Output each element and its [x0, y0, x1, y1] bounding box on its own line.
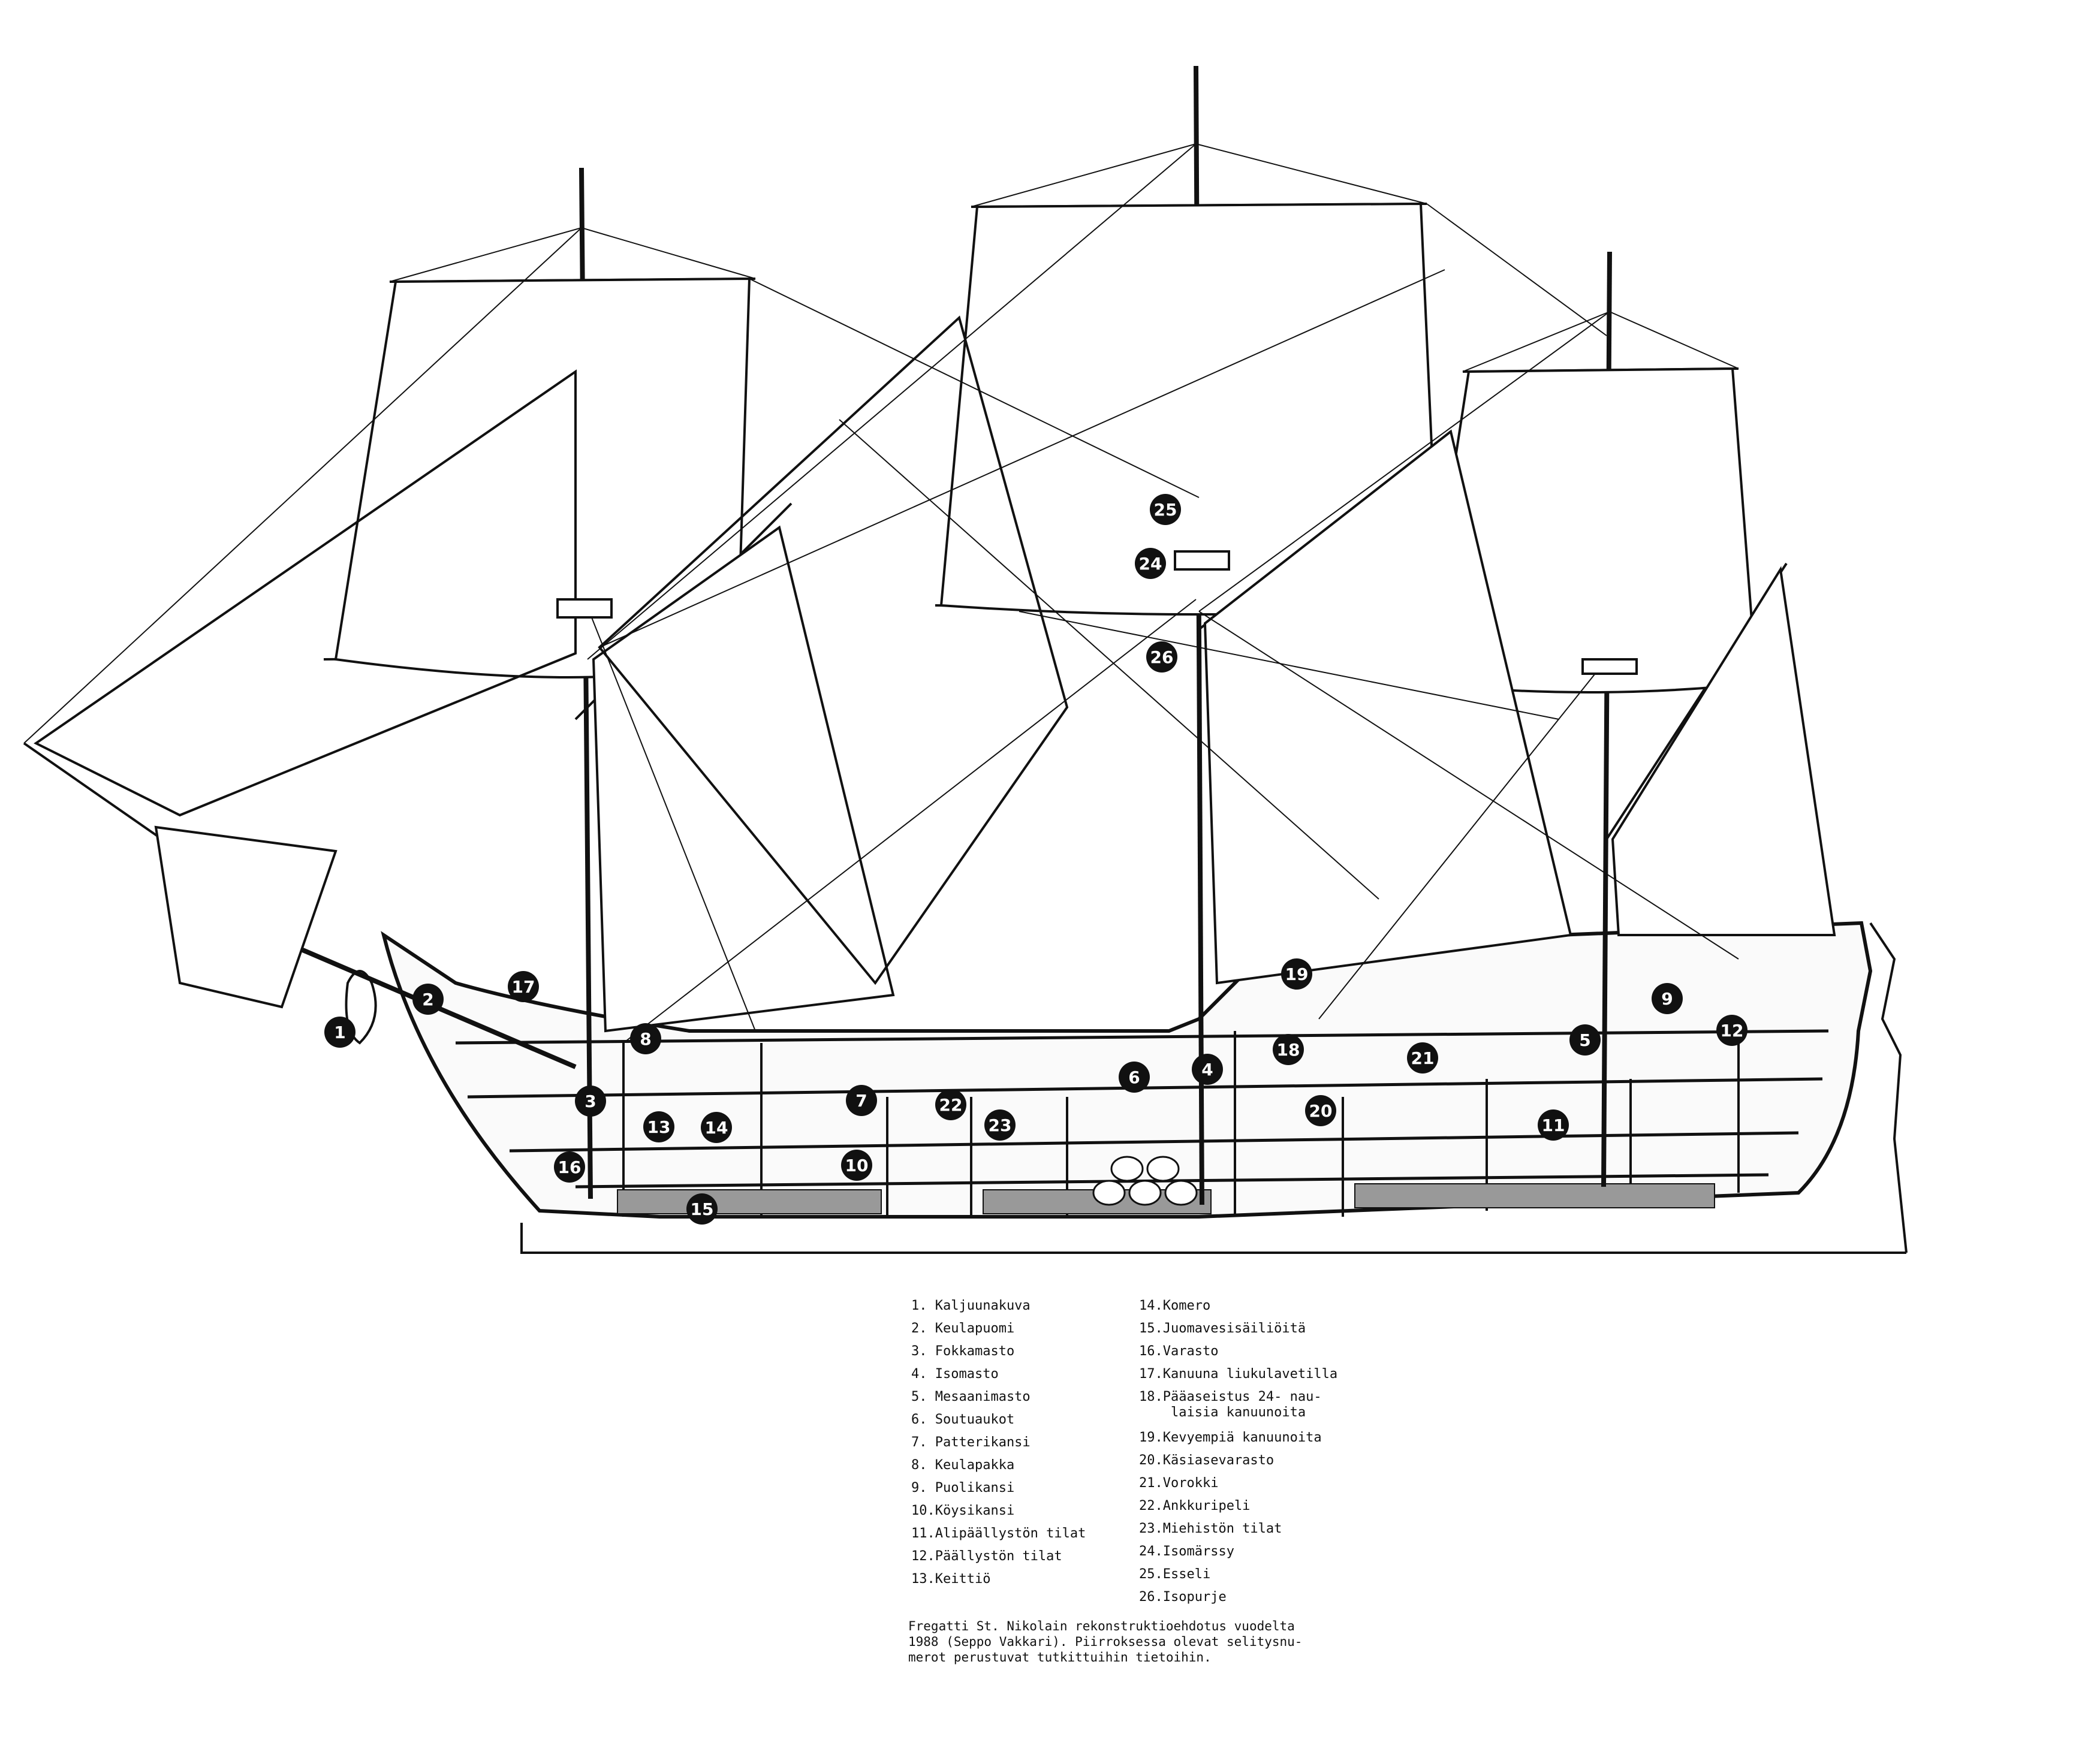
bulkheads [622, 1031, 1740, 1217]
svg-text:10: 10 [845, 1156, 869, 1175]
svg-text:26: 26 [1150, 647, 1174, 667]
svg-text:5: 5 [1579, 1030, 1590, 1050]
legend-item: 17.Kanuuna liukulavetilla [1139, 1367, 1338, 1382]
legend-item: 22.Ankkuripeli [1139, 1498, 1251, 1513]
legend-item: 1. Kaljuunakuva [911, 1298, 1031, 1313]
legend-left: 1. Kaljuunakuva 2. Keulapuomi 3. Fokkama… [911, 1295, 1086, 1591]
svg-text:3: 3 [584, 1091, 596, 1111]
marker-15: 15 [686, 1193, 718, 1225]
legend-item: 7. Patterikansi [911, 1435, 1031, 1450]
svg-text:1: 1 [334, 1023, 345, 1042]
legend-item: 10.Köysikansi [911, 1503, 1015, 1518]
marker-5: 5 [1569, 1024, 1601, 1056]
legend-item: 12.Päällystön tilat [911, 1549, 1062, 1564]
legend-item: 3. Fokkamasto [911, 1344, 1015, 1359]
marker-26: 26 [1146, 641, 1177, 673]
svg-text:16: 16 [558, 1157, 582, 1177]
fore-course [592, 525, 895, 1033]
legend-item: 6. Soutuaukot [911, 1412, 1015, 1427]
svg-text:8: 8 [640, 1029, 651, 1049]
legend-item: 13.Keittiö [911, 1572, 991, 1587]
svg-text:12: 12 [1721, 1021, 1744, 1041]
spritsail [154, 825, 338, 1009]
stern-post [1869, 922, 1908, 1253]
marker-4: 4 [1192, 1054, 1223, 1085]
marker-24: 24 [1135, 548, 1166, 579]
svg-text:17: 17 [512, 977, 535, 997]
svg-text:19: 19 [1285, 964, 1309, 984]
legend-item: 14.Komero [1139, 1298, 1211, 1313]
upper-deck [455, 1029, 1829, 1045]
marker-10: 10 [841, 1150, 872, 1181]
svg-text:4: 4 [1201, 1060, 1213, 1079]
legend-item: 16.Varasto [1139, 1344, 1219, 1359]
marker-25: 25 [1150, 494, 1181, 525]
svg-text:2: 2 [422, 990, 433, 1009]
legend-item: 2. Keulapuomi [911, 1321, 1015, 1336]
svg-text:6: 6 [1128, 1068, 1140, 1087]
marker-11: 11 [1538, 1109, 1569, 1141]
svg-text:18: 18 [1277, 1040, 1300, 1060]
legend-item: 26.Isopurje [1139, 1590, 1227, 1605]
marker-1: 1 [324, 1017, 355, 1048]
legend-item: 19.Kevyempiä kanuunoita [1139, 1430, 1322, 1445]
marker-12: 12 [1716, 1015, 1747, 1046]
main-course [1203, 429, 1572, 985]
staysail [598, 315, 1069, 985]
svg-text:11: 11 [1542, 1115, 1565, 1135]
svg-text:22: 22 [939, 1095, 963, 1115]
marker-20: 20 [1305, 1095, 1336, 1126]
caption: Fregatti St. Nikolain rekonstruktioehdot… [908, 1619, 1303, 1665]
legend-item: 23.Miehistön tilat [1139, 1521, 1282, 1536]
svg-text:7: 7 [855, 1091, 867, 1111]
marker-2: 2 [412, 984, 444, 1015]
svg-text:14: 14 [705, 1118, 728, 1138]
legend-right: 14.Komero 15.Juomavesisäiliöitä 16.Varas… [1139, 1295, 1337, 1609]
marker-21: 21 [1407, 1042, 1438, 1074]
marker-23: 23 [984, 1109, 1016, 1141]
mast-tops [556, 550, 1638, 675]
lower-deck [509, 1131, 1799, 1153]
jib [34, 369, 577, 817]
legend-item: 20.Käsiasevarasto [1139, 1453, 1275, 1468]
svg-text:9: 9 [1661, 989, 1673, 1009]
legend-item: 24.Isomärssy [1139, 1544, 1234, 1559]
marker-14: 14 [701, 1112, 732, 1143]
svg-text:13: 13 [647, 1117, 671, 1137]
svg-text:21: 21 [1411, 1048, 1435, 1068]
legend-item: 5. Mesaanimasto [911, 1389, 1031, 1404]
marker-16: 16 [554, 1151, 585, 1183]
svg-text:15: 15 [691, 1199, 714, 1219]
svg-text:24: 24 [1139, 554, 1162, 574]
legend-item: 15.Juomavesisäiliöitä [1139, 1321, 1306, 1336]
legend-item: 8. Keulapakka [911, 1458, 1015, 1473]
mizzen-sail [1611, 566, 1836, 936]
keel-line [520, 1223, 1906, 1254]
marker-19: 19 [1281, 958, 1312, 990]
marker-13: 13 [643, 1111, 674, 1142]
svg-text:23: 23 [989, 1115, 1012, 1135]
legend-item: 21.Vorokki [1139, 1476, 1219, 1491]
marker-8: 8 [630, 1023, 661, 1054]
legend-item: 9. Puolikansi [911, 1480, 1015, 1495]
barrels [1092, 1156, 1198, 1206]
svg-text:25: 25 [1154, 500, 1177, 520]
rigging [23, 143, 1739, 1044]
marker-22: 22 [935, 1089, 966, 1120]
marker-9: 9 [1652, 983, 1683, 1014]
marker-18: 18 [1273, 1034, 1304, 1065]
legend-item: 25.Esseli [1139, 1567, 1211, 1582]
marker-7: 7 [846, 1085, 877, 1116]
marker-6: 6 [1119, 1062, 1150, 1093]
legend-item: 4. Isomasto [911, 1367, 999, 1382]
marker-3: 3 [575, 1085, 606, 1117]
svg-text:20: 20 [1309, 1101, 1333, 1121]
legend-item: 18.Pääaseistus 24- nau- laisia kanuunoit… [1139, 1389, 1322, 1420]
marker-17: 17 [508, 971, 539, 1002]
hold-floor [575, 1173, 1769, 1189]
legend-item: 11.Alipäällystön tilat [911, 1526, 1086, 1541]
